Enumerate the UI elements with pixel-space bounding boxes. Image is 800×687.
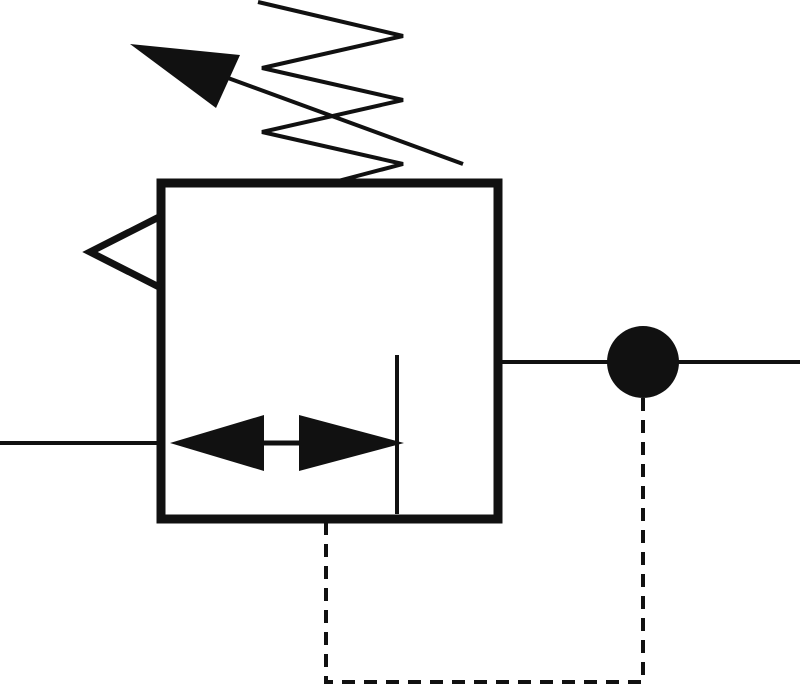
flow-arrowhead-right — [299, 415, 404, 471]
spring-icon — [257, 0, 404, 183]
bidirectional-arrow-icon — [170, 355, 404, 514]
exhaust-triangle-icon — [82, 212, 163, 292]
spring-adjust-arrowhead-icon — [130, 44, 240, 108]
pilot-dashed-line — [324, 398, 645, 684]
pressure-gauge-point-icon — [607, 326, 679, 398]
flow-arrowhead-left — [170, 415, 264, 471]
spring-adjust-arrow-shaft — [227, 76, 464, 166]
adjustable-spring — [130, 0, 464, 183]
valve-body — [156, 178, 503, 524]
